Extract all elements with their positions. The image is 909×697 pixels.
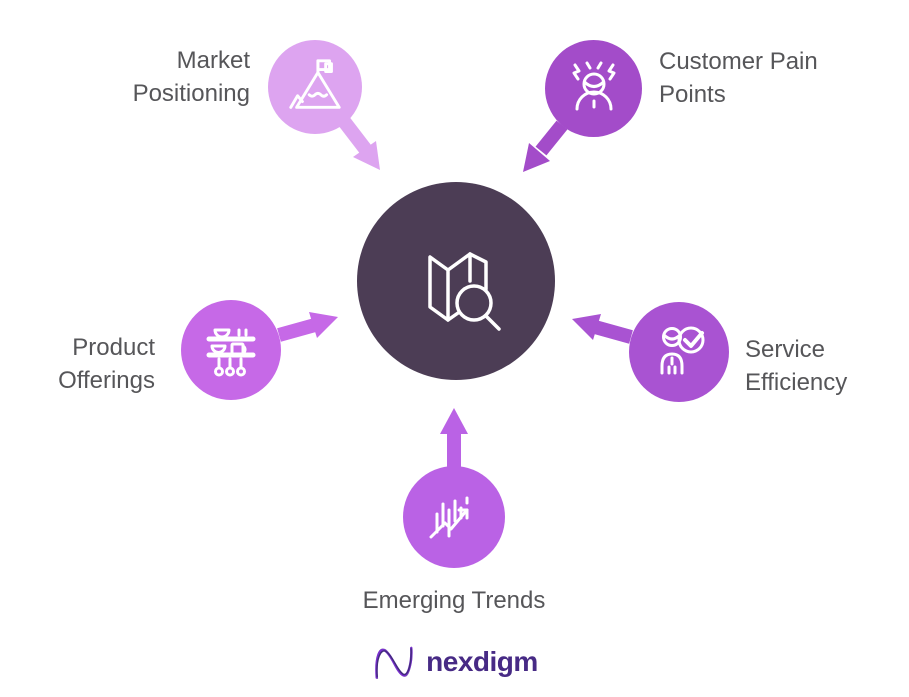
center-hub-circle bbox=[357, 182, 555, 380]
brand-name: nexdigm bbox=[426, 646, 538, 677]
trend-chart-icon bbox=[429, 496, 469, 539]
brand-logo: nexdigm bbox=[0, 640, 909, 684]
node-service-efficiency bbox=[629, 302, 729, 402]
nexdigm-logo-mark bbox=[375, 646, 413, 679]
arrow-market-to-center bbox=[337, 115, 380, 170]
shelf-products-icon bbox=[206, 328, 256, 377]
arrow-trends-to-center bbox=[440, 408, 468, 467]
node-emerging-trends bbox=[403, 466, 505, 568]
label-customer-pain-points: Customer Pain Points bbox=[659, 48, 818, 108]
arrow-product-to-center bbox=[277, 312, 338, 342]
arrow-service-to-center bbox=[572, 314, 633, 344]
label-product-offerings: Product Offerings bbox=[58, 334, 155, 394]
label-market-positioning: Market Positioning bbox=[132, 47, 250, 107]
frustrated-person-icon bbox=[572, 61, 615, 110]
label-emerging-trends: Emerging Trends bbox=[362, 587, 546, 614]
node-customer-pain-points bbox=[545, 40, 642, 137]
node-product-offerings bbox=[181, 300, 281, 400]
node-market-positioning bbox=[268, 40, 362, 134]
mountain-flag-icon bbox=[289, 59, 341, 109]
person-check-icon bbox=[660, 326, 705, 375]
label-service-efficiency: Service Efficiency bbox=[745, 336, 848, 396]
arrow-customer-to-center bbox=[523, 120, 568, 172]
map-search-icon bbox=[428, 252, 501, 331]
